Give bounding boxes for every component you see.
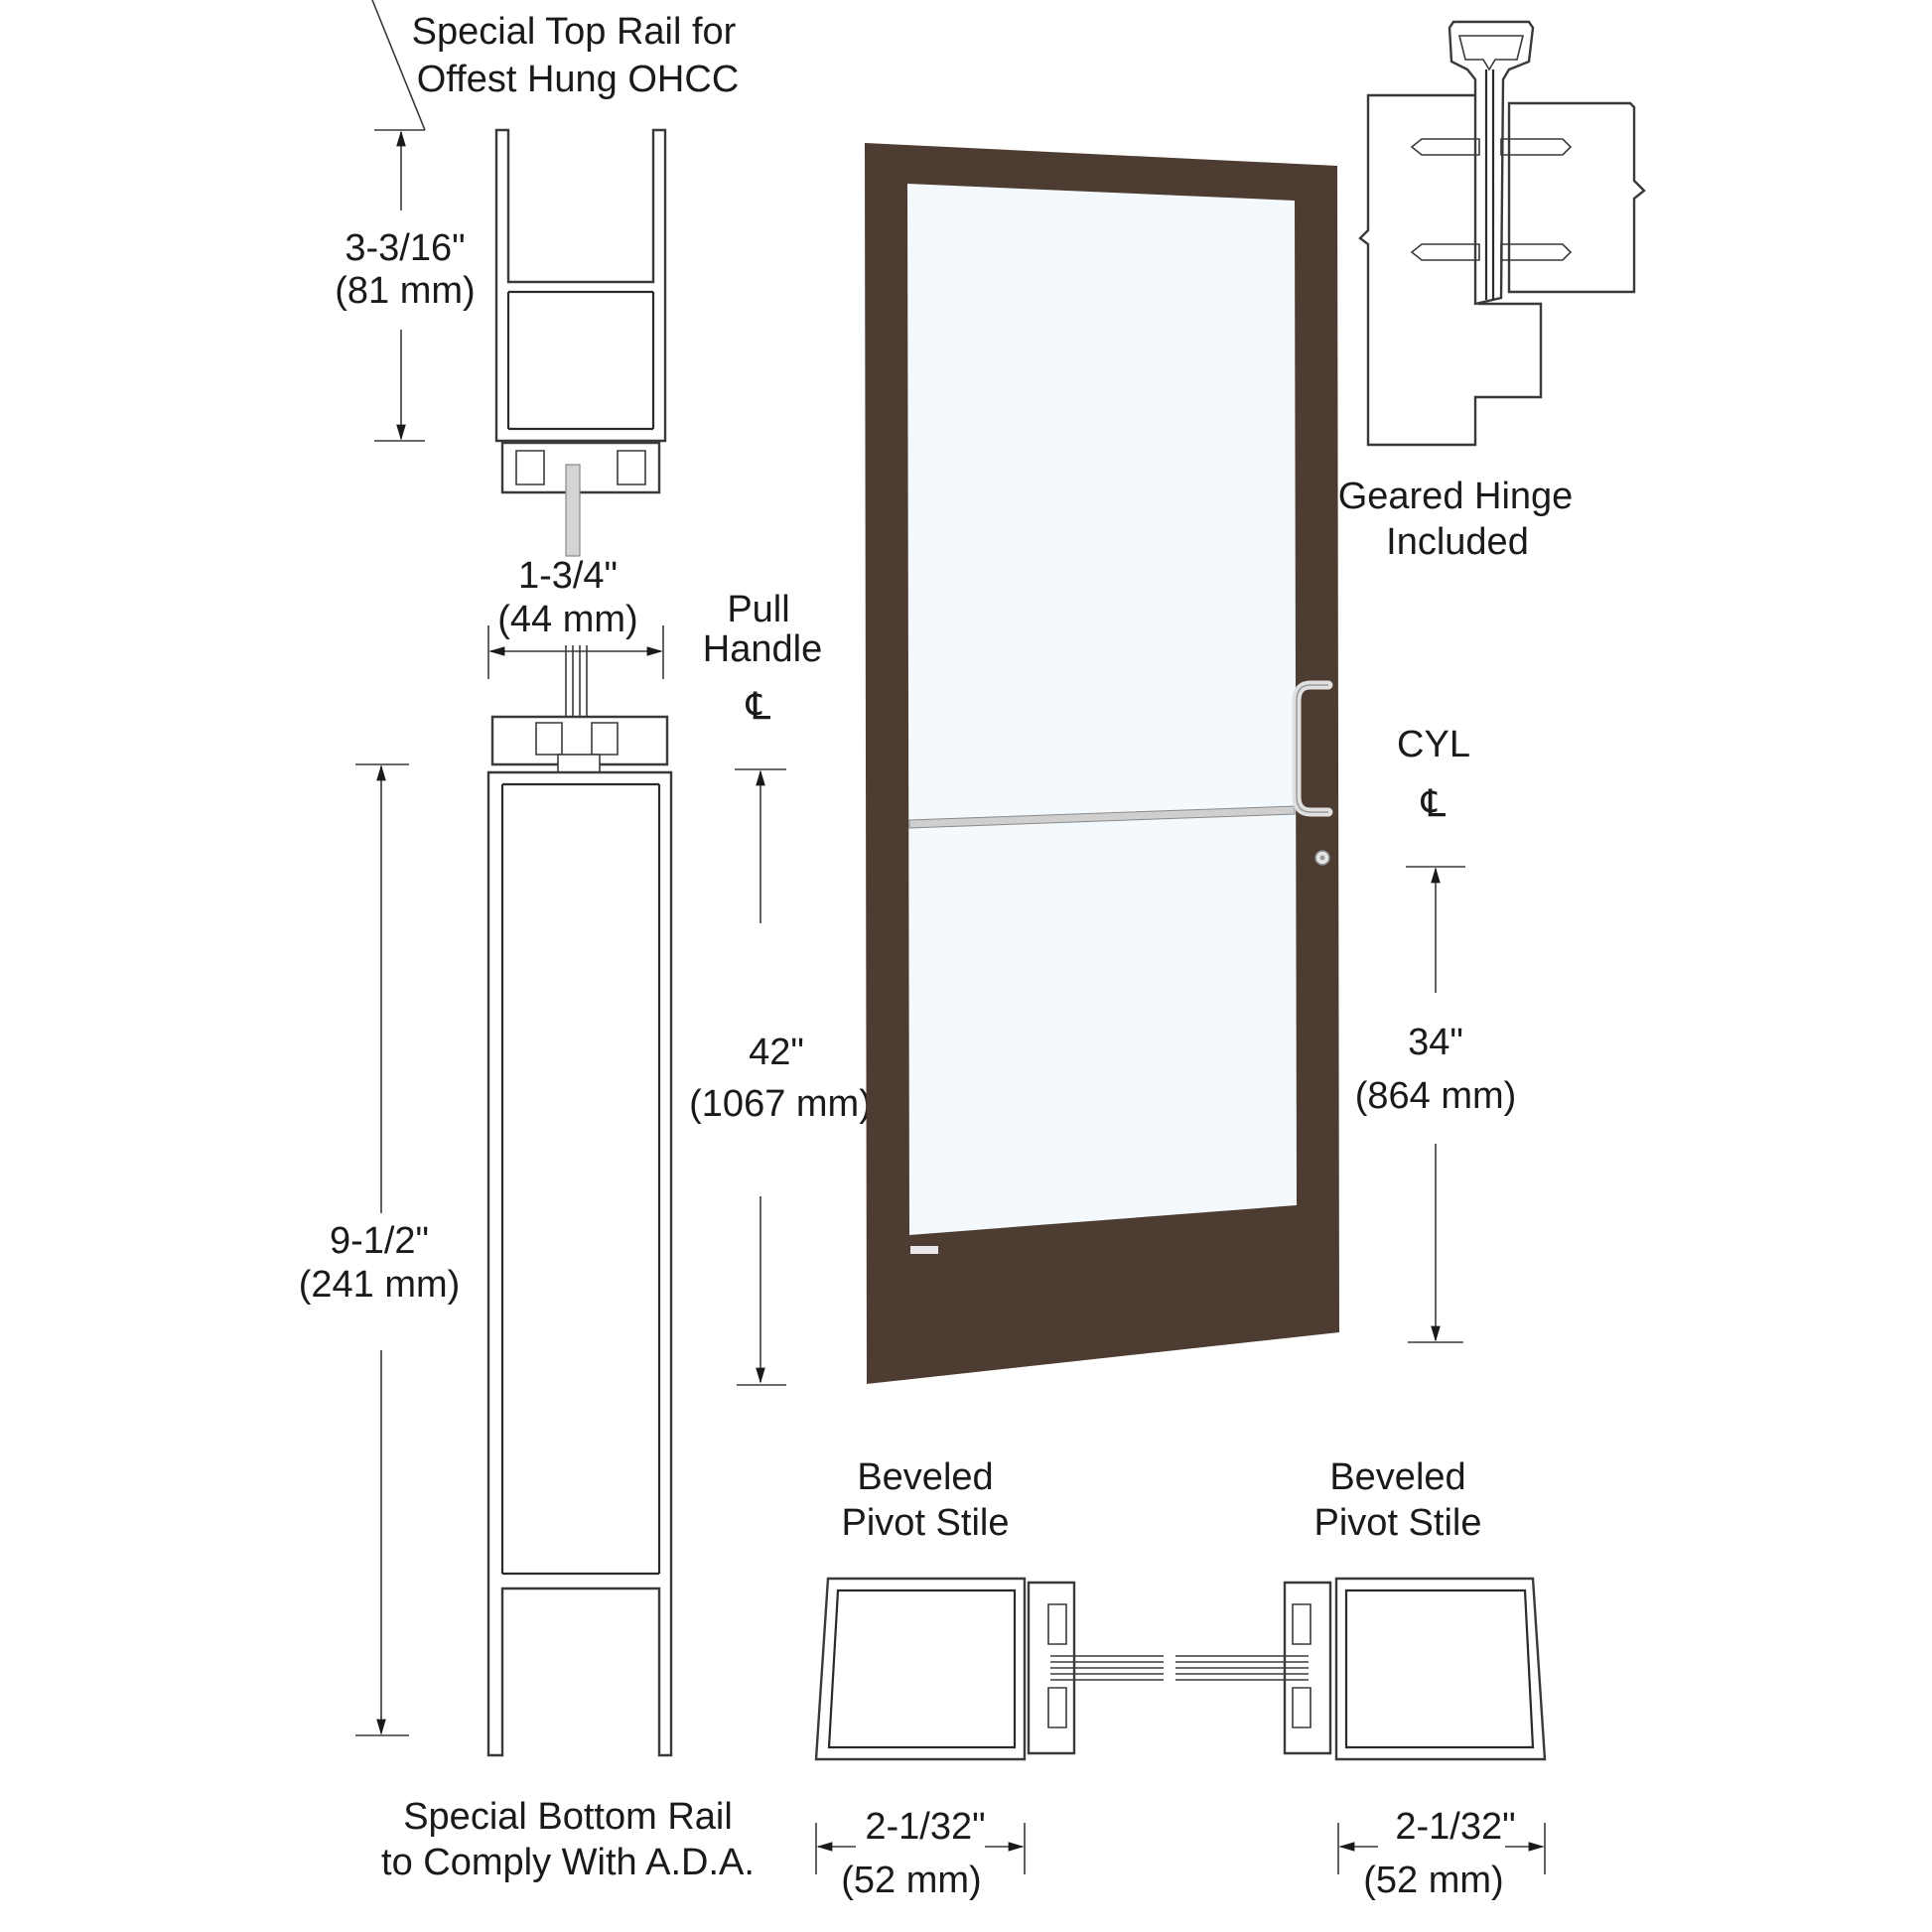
stile-right-dim-metric: (52 mm)	[1363, 1860, 1503, 1901]
stile-width-dimension-left: 2-1/32" (52 mm)	[815, 1806, 1026, 1901]
pull-handle-dimension: Pull Handle ℄ 42" (1067 mm)	[689, 589, 872, 1386]
top-rail-height-dimension: 3-3/16" (81 mm)	[335, 0, 476, 442]
top-rail-dim-metric: (81 mm)	[335, 270, 475, 312]
top-rail-section: Special Top Rail for Offest Hung OHCC 3-…	[335, 0, 740, 557]
push-bar	[908, 805, 1296, 829]
top-rail-label-line1: Special Top Rail for	[412, 11, 737, 53]
cylinder-dim-imperial: 34"	[1408, 1022, 1463, 1063]
thickness-dim-imperial: 1-3/4"	[518, 555, 618, 597]
bottom-rail-section: 1-3/4" (44 mm)	[299, 555, 755, 1883]
stile-width-dimension-right: 2-1/32" (52 mm)	[1337, 1806, 1546, 1901]
pivot-stile-left-label-line1: Beveled	[857, 1456, 993, 1498]
thickness-dim-metric: (44 mm)	[497, 599, 637, 640]
pivot-stile-right: Beveled Pivot Stile	[1175, 1456, 1547, 1761]
pivot-stile-right-label-line2: Pivot Stile	[1314, 1502, 1482, 1544]
pivot-stile-left: Beveled Pivot Stile	[814, 1456, 1164, 1761]
bottom-rail-label-line1: Special Bottom Rail	[403, 1796, 733, 1838]
bottom-rail-height-dimension: 9-1/2" (241 mm)	[299, 763, 461, 1736]
bottom-rail-dim-imperial: 9-1/2"	[330, 1220, 429, 1262]
pull-handle-label-line2: Handle	[703, 628, 822, 670]
stile-left-dim-imperial: 2-1/32"	[865, 1806, 985, 1848]
door-label-plate	[910, 1246, 938, 1254]
top-rail-label-line2: Offest Hung OHCC	[417, 59, 740, 100]
bottom-rail-dim-metric: (241 mm)	[299, 1264, 461, 1306]
stile-right-dim-imperial: 2-1/32"	[1395, 1806, 1515, 1848]
cylinder-dim-metric: (864 mm)	[1355, 1075, 1517, 1117]
geared-hinge-detail: Geared Hinge Included	[1338, 20, 1646, 563]
top-rail-profile-drawing	[494, 128, 667, 557]
door-thickness-dimension: 1-3/4" (44 mm)	[487, 555, 664, 679]
geared-hinge-label-line2: Included	[1386, 521, 1529, 563]
door-elevation	[865, 143, 1339, 1384]
top-rail-dim-imperial: 3-3/16"	[345, 227, 465, 269]
pull-handle-label-line1: Pull	[727, 589, 789, 630]
bottom-rail-label-line2: to Comply With A.D.A.	[381, 1842, 755, 1883]
pull-handle-dim-metric: (1067 mm)	[689, 1083, 872, 1125]
cylinder-dimension: CYL ℄ 34" (864 mm)	[1355, 724, 1517, 1343]
cylinder-label: CYL	[1397, 724, 1470, 765]
pull-handle-centerline-icon: ℄	[746, 686, 771, 728]
pivot-stile-right-label-line1: Beveled	[1329, 1456, 1465, 1498]
pull-handle-dim-imperial: 42"	[749, 1032, 804, 1073]
cylinder-centerline-icon: ℄	[1421, 783, 1447, 825]
door-glass	[907, 184, 1297, 1235]
pivot-stile-left-label-line2: Pivot Stile	[842, 1502, 1010, 1544]
bottom-rail-profile-drawing	[486, 715, 673, 1757]
geared-hinge-label-line1: Geared Hinge	[1338, 476, 1574, 517]
stile-left-dim-metric: (52 mm)	[841, 1860, 981, 1901]
